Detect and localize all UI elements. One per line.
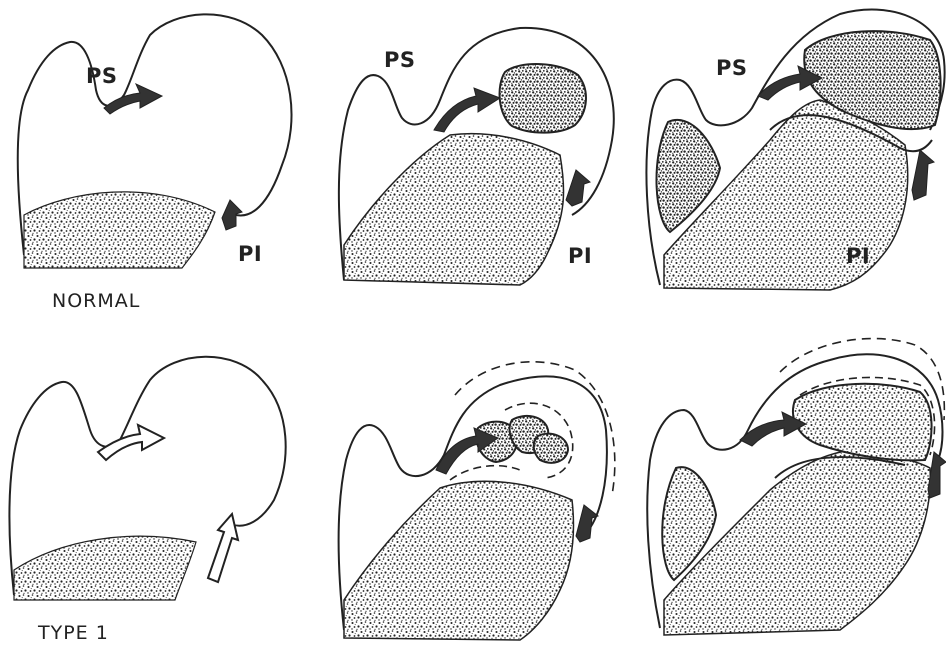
label-pi-panel-3: PI <box>846 244 870 268</box>
panel-type1-stage-2 <box>339 362 615 640</box>
arrow-pi <box>928 452 946 498</box>
label-ps-panel-1: PS <box>86 64 118 88</box>
panel-normal-stage-3 <box>646 10 944 290</box>
hollow-arrow-ps <box>98 425 164 460</box>
arrow-pi <box>912 150 934 200</box>
dashed-physis-contour <box>450 466 520 480</box>
arrow-pi <box>576 505 598 542</box>
caption-normal: NORMAL <box>52 290 140 312</box>
label-pi-panel-2: PI <box>568 244 592 268</box>
hollow-arrow-pi <box>208 514 238 582</box>
label-ps-panel-2: PS <box>384 48 416 72</box>
label-pi-panel-1: PI <box>238 242 262 266</box>
femoral-head-nucleus <box>793 384 932 461</box>
metaphysis <box>24 192 215 268</box>
panel-type1 <box>9 357 285 600</box>
arrow-ps-normal <box>104 84 162 114</box>
ossification-nucleus <box>500 64 586 133</box>
metaphysis <box>344 134 564 285</box>
fragmented-nucleus-3 <box>534 434 568 463</box>
panel-type1-stage-3 <box>647 339 946 635</box>
arrow-pi <box>566 170 590 206</box>
metaphysis <box>344 481 574 640</box>
label-ps-panel-3: PS <box>716 56 748 80</box>
arrow-ps <box>434 88 500 132</box>
caption-type1: TYPE 1 <box>38 622 109 644</box>
panel-normal <box>18 14 292 268</box>
metaphysis <box>14 536 196 600</box>
